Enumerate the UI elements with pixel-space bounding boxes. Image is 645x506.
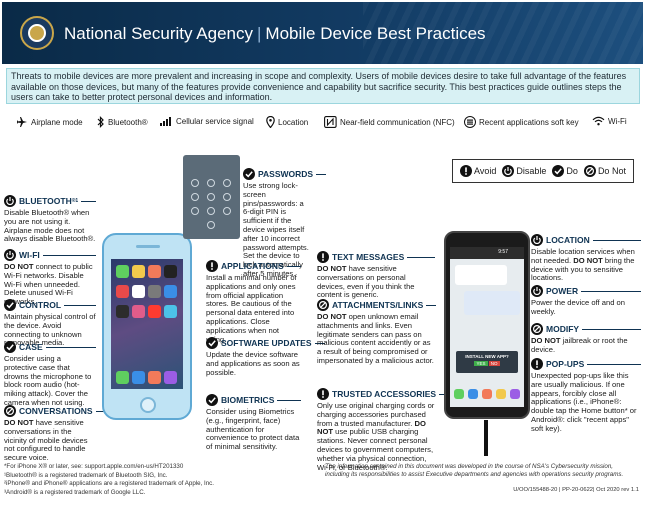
section-wifi: WI-FI DO NOT connect to public Wi-Fi net… [4,249,96,307]
legend-airplane: Airplane mode [16,116,83,128]
check-icon [4,299,16,311]
power-icon [4,249,16,261]
check-icon [206,337,218,349]
org-name: National Security Agency [64,24,253,43]
section-case: CASE Consider using a protective case th… [4,341,96,408]
location-pin-icon [266,116,275,128]
power-icon [531,285,543,297]
disclaimer: The information contained in this docume… [325,463,624,478]
recent-apps-icon [464,116,476,128]
section-pop-ups: POP-UPS Unexpected pop-ups like this are… [531,358,641,434]
check-icon [206,394,218,406]
section-software-updates: SOFTWARE UPDATES Update the device softw… [206,337,325,377]
prohibited-icon [583,165,596,177]
section-conversations: CONVERSATIONS DO NOT have sensitive conv… [4,405,106,463]
intro-text: Threats to mobile devices are more preva… [6,68,640,104]
lockscreen-keypad-illustration [183,155,240,239]
prohibited-icon [317,299,329,311]
malicious-popup: INSTALL NEW APP? YES NO [456,351,518,373]
symbol-key: Avoid Disable Do Do Not [452,159,634,183]
avoid-icon [531,358,543,370]
section-modify: MODIFY DO NOT jailbreak or root the devi… [531,323,641,355]
section-trusted-accessories: TRUSTED ACCESSORIES Only use original ch… [317,388,450,472]
section-attachments-links: ATTACHMENTS/LINKS DO NOT open unknown em… [317,299,437,366]
document-code: U/OO/155488-20 | PP-20-0622| Oct 2020 re… [513,487,639,493]
power-icon [4,195,16,207]
check-icon [552,165,565,177]
section-bluetooth: BLUETOOTH®1 Disable Bluetooth® when you … [4,195,96,244]
check-icon [243,168,255,180]
legend-location: Location [266,116,308,128]
section-power: POWER Power the device off and on weekly… [531,285,641,317]
power-icon [531,234,543,246]
legend-bluetooth: Bluetooth® [96,116,148,128]
icon-legend: Airplane mode Bluetooth® Cellular servic… [0,114,645,132]
avoid-icon [206,260,218,272]
home-button [140,397,156,413]
charging-cable [484,420,488,456]
wifi-icon [592,116,605,126]
page-title: National Security Agency|Mobile Device B… [64,24,486,43]
legend-recent-apps: Recent applications soft key [464,116,579,128]
header-banner: National Security Agency|Mobile Device B… [2,2,643,64]
prohibited-icon [4,405,16,417]
key-avoid: Avoid [460,165,496,177]
airplane-icon [17,117,27,127]
prohibited-icon [531,323,543,335]
legend-wifi: Wi-Fi [592,116,627,126]
footnotes: *For iPhone X® or later, see: support.ap… [4,463,214,496]
section-passwords: PASSWORDS Use strong lock-screen pins/pa… [243,168,327,279]
key-do-not: Do Not [583,165,626,177]
popup-yes: YES [474,361,488,366]
popup-no: NO [488,361,500,366]
section-location: LOCATION Disable location services when … [531,234,641,283]
avoid-icon [460,165,472,177]
android-phone-illustration: 9:57 INSTALL NEW APP? YES NO [444,231,530,419]
key-do: Do [552,165,578,177]
section-biometrics: BIOMETRICS Consider using Biometrics (e.… [206,394,301,452]
doc-title: Mobile Device Best Practices [265,24,486,43]
check-icon [4,341,16,353]
legend-cellular: Cellular service signal [160,116,254,126]
bluetooth-icon [97,116,104,128]
nsa-seal-logo [20,16,54,50]
key-disable: Disable [502,165,546,177]
section-applications: APPLICATIONS Install a minimal number of… [206,260,301,344]
avoid-icon [317,388,329,400]
section-control: CONTROL Maintain physical control of the… [4,299,96,348]
iphone-illustration [102,233,192,420]
legend-nfc: Near-field communication (NFC) [324,116,455,128]
avoid-icon [317,251,329,263]
power-icon [502,165,515,177]
cellular-signal-icon [160,117,171,126]
section-text-messages: TEXT MESSAGES DO NOT have sensitive conv… [317,251,435,300]
nfc-icon [324,116,337,128]
